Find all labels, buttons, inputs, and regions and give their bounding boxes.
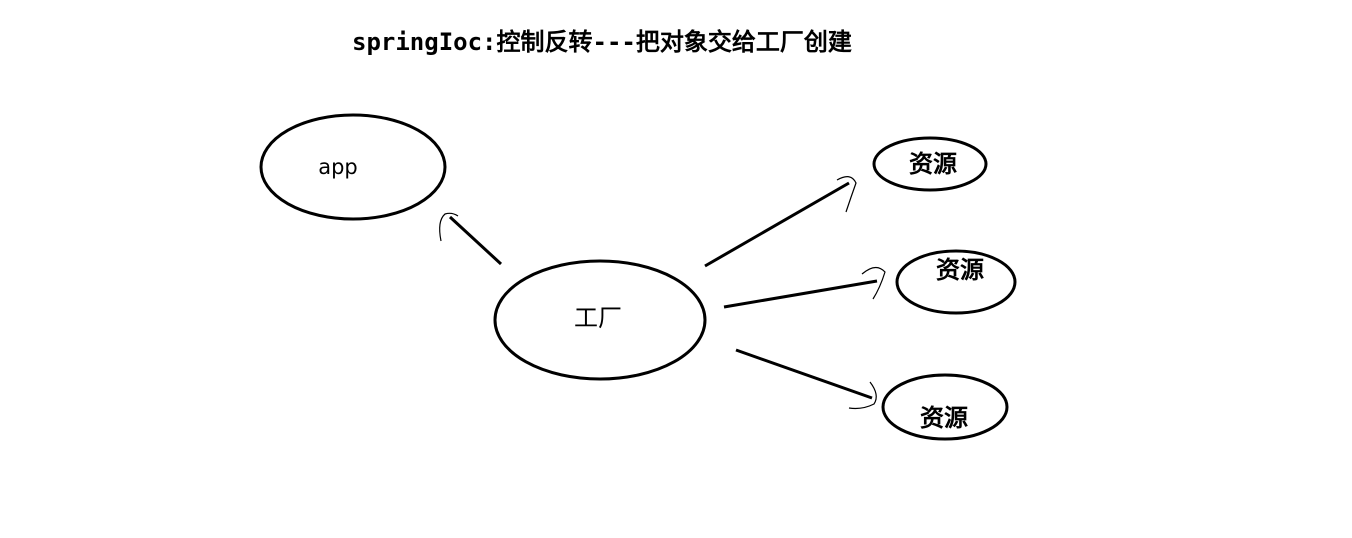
arrow-head-resource-3: [848, 381, 877, 410]
app-ellipse: [259, 113, 447, 221]
resource-node-1: 资源: [872, 136, 988, 192]
arrow-line-resource-2: [723, 279, 878, 309]
app-node: app: [259, 113, 447, 221]
resource-node-2: 资源: [895, 249, 1017, 315]
arrow-head-resource-2: [861, 266, 886, 300]
app-label: app: [318, 155, 358, 179]
arrow-head-app: [439, 212, 459, 242]
arrow-factory-to-resource-3: [735, 348, 877, 410]
arrow-factory-to-resource-2: [723, 266, 886, 309]
diagram-title: springIoc:控制反转---把对象交给工厂创建: [352, 28, 852, 56]
arrow-factory-to-resource-1: [704, 176, 857, 268]
resource-label-1: 资源: [909, 150, 957, 178]
arrow-line-resource-3: [735, 348, 873, 400]
resource-ellipse-2: [895, 249, 1017, 315]
arrow-head-resource-1: [836, 176, 857, 213]
factory-ellipse: [493, 259, 707, 381]
resource-label-3: 资源: [920, 404, 968, 432]
resource-node-3: 资源: [881, 373, 1009, 441]
arrow-factory-to-app: [439, 212, 503, 266]
resource-ellipse-3: [881, 373, 1009, 441]
resource-label-2: 资源: [936, 256, 984, 284]
resource-ellipse-1: [872, 136, 988, 192]
factory-node: 工厂: [493, 259, 707, 381]
factory-label: 工厂: [574, 304, 622, 332]
arrow-line-resource-1: [704, 181, 850, 268]
arrow-line-app: [448, 215, 503, 266]
